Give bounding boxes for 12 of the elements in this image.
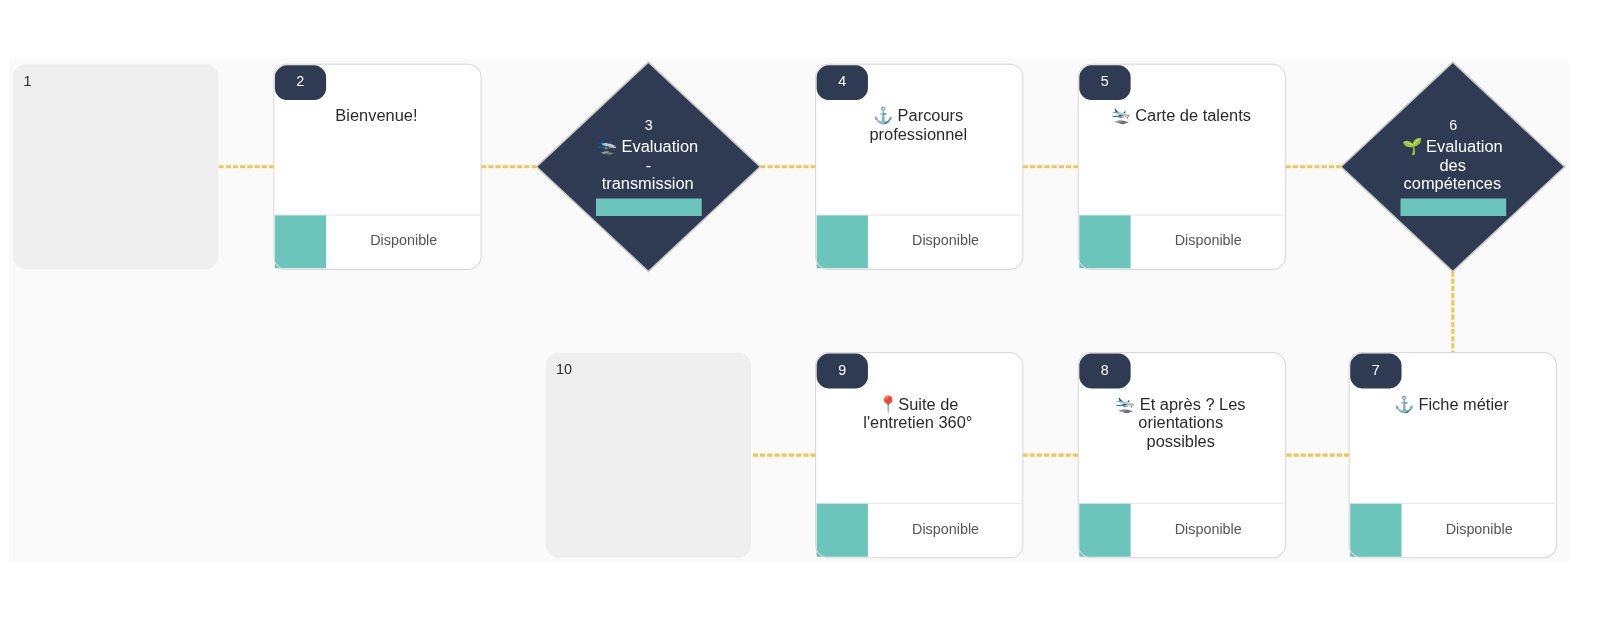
connector [1451,271,1455,353]
connector [481,165,537,169]
node-diamond: 6 🌱 Evaluation des compétences [1339,61,1566,273]
connector [760,165,816,169]
connector [1285,453,1350,457]
connector [1022,165,1078,169]
connector [1285,165,1341,169]
connector [751,453,816,457]
node-box: 1 [13,64,219,270]
connector [1022,453,1078,457]
connector [218,165,274,169]
node-diamond: 3 🛬 Evaluation - transmission [535,61,762,273]
